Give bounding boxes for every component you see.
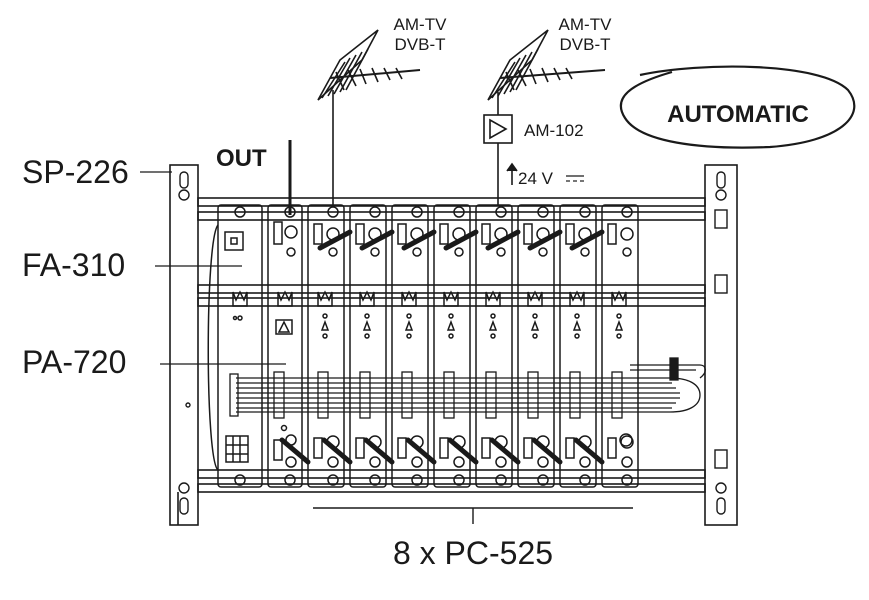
rack-frame	[169, 164, 738, 526]
fan-grid-icon	[225, 435, 249, 463]
antenna-right-line-2: DVB-T	[560, 35, 611, 54]
amplifier-triangle-icon	[483, 114, 518, 205]
dc-symbol-icon	[566, 175, 584, 182]
pa-720-label: PA-720	[22, 344, 126, 380]
antenna-right-line-1: AM-TV	[559, 15, 613, 34]
antenna-right-label: AM-TV DVB-T	[559, 15, 613, 54]
antenna-left-line-2: DVB-T	[395, 35, 446, 54]
power-supply-module	[207, 204, 263, 488]
output-amplifier-module	[267, 204, 303, 488]
module-count-bracket	[313, 507, 633, 524]
cable-highlights	[281, 231, 603, 463]
fa-310-label: FA-310	[22, 247, 125, 283]
out-label: OUT	[216, 145, 267, 172]
amplifier-label: AM-102	[524, 121, 584, 140]
antenna-left-label: AM-TV DVB-T	[394, 15, 448, 54]
ribbon-bus-cable	[229, 357, 706, 419]
coax-connector-icon	[619, 433, 633, 447]
channel-modules	[307, 204, 639, 488]
antenna-right-icon	[487, 29, 606, 115]
sp-226-label: SP-226	[22, 154, 129, 190]
voltage-label: 24 V	[518, 169, 554, 188]
pc-525-count-label: 8 x PC-525	[393, 535, 553, 571]
automatic-label: AUTOMATIC	[667, 101, 809, 128]
antenna-left-line-1: AM-TV	[394, 15, 448, 34]
rack-mount-slots	[178, 171, 728, 515]
automatic-badge: AUTOMATIC	[619, 65, 856, 149]
antenna-left-icon	[317, 29, 421, 205]
